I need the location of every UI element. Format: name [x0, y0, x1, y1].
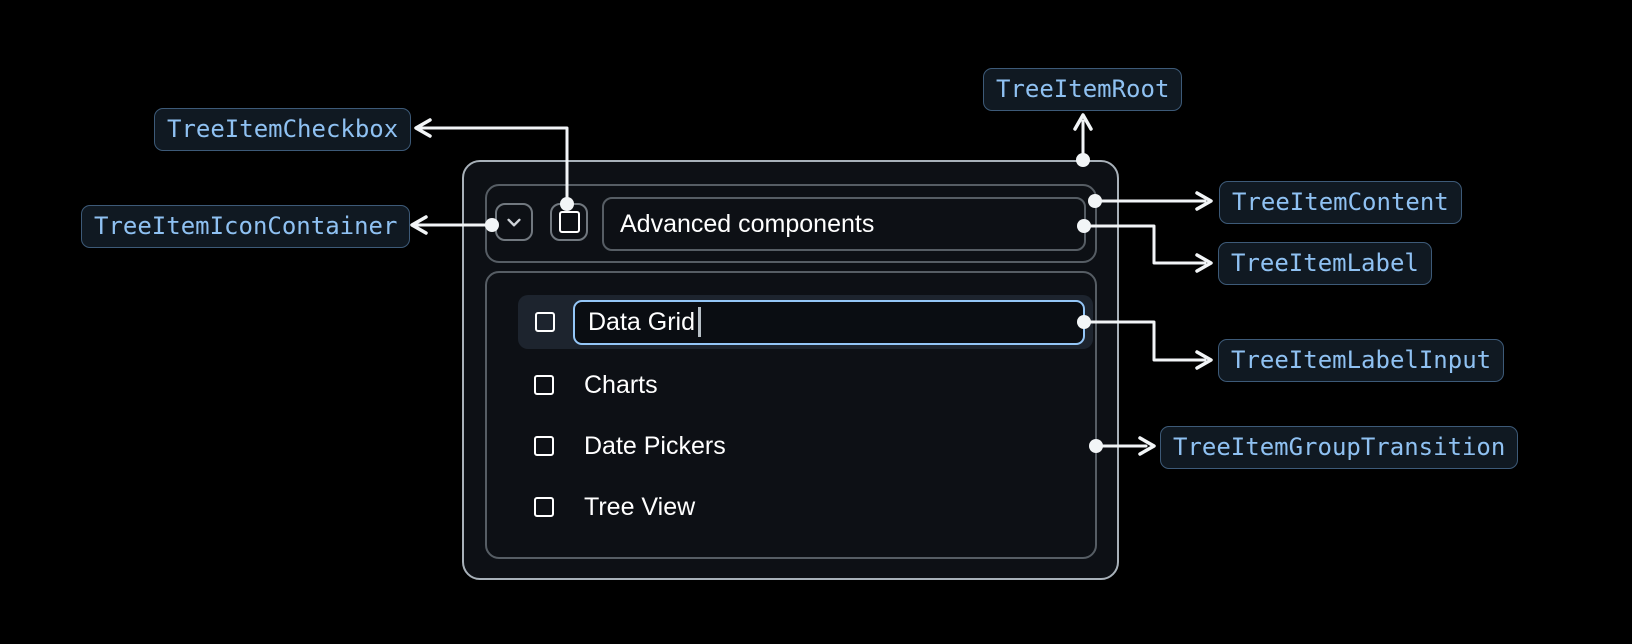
tree-item-date-pickers[interactable]: Date Pickers	[534, 426, 726, 466]
tree-item-editing-row[interactable]: Data Grid	[518, 295, 1093, 349]
tree-item-root-box	[462, 160, 1119, 580]
tree-item-label-text: Advanced components	[620, 209, 875, 238]
chevron-down-icon	[501, 209, 527, 235]
arrow-left-icon	[414, 118, 432, 138]
tree-item-label-text: Charts	[584, 370, 658, 399]
arrow-up-icon	[1073, 113, 1093, 131]
tree-item-label-text: Tree View	[584, 492, 696, 521]
annotation-tree-item-group-transition: TreeItemGroupTransition	[1160, 426, 1519, 469]
annotation-tree-item-root: TreeItemRoot	[983, 68, 1183, 111]
checkbox-unchecked-icon	[558, 211, 580, 233]
annotation-tree-item-icon-container: TreeItemIconContainer	[81, 205, 411, 248]
arrow-right-icon	[1195, 191, 1213, 211]
arrow-right-icon	[1138, 436, 1156, 456]
checkbox-data-grid[interactable]	[535, 312, 555, 332]
tree-item-charts[interactable]: Charts	[534, 365, 658, 405]
annotation-tree-item-label: TreeItemLabel	[1218, 242, 1432, 285]
checkbox-tree-view[interactable]	[534, 497, 554, 517]
annotation-tree-item-checkbox: TreeItemCheckbox	[154, 108, 412, 151]
arrow-right-icon	[1195, 350, 1213, 370]
checkbox-date-pickers[interactable]	[534, 436, 554, 456]
text-cursor	[697, 307, 701, 337]
tree-item-label-box[interactable]: Advanced components	[602, 197, 1086, 251]
arrow-left-icon	[410, 215, 428, 235]
annotation-tree-item-label-input: TreeItemLabelInput	[1218, 339, 1505, 382]
tree-item-label-text: Date Pickers	[584, 431, 726, 460]
checkbox-charts[interactable]	[534, 375, 554, 395]
annotation-tree-item-content: TreeItemContent	[1219, 181, 1462, 224]
parent-checkbox[interactable]	[550, 203, 588, 241]
expand-collapse-button[interactable]	[495, 203, 533, 241]
tree-item-group-box	[485, 271, 1097, 559]
label-input-field[interactable]: Data Grid	[573, 299, 1085, 345]
tree-item-tree-view[interactable]: Tree View	[534, 487, 695, 527]
arrow-right-icon	[1195, 253, 1213, 273]
label-input-value: Data Grid	[588, 307, 695, 336]
